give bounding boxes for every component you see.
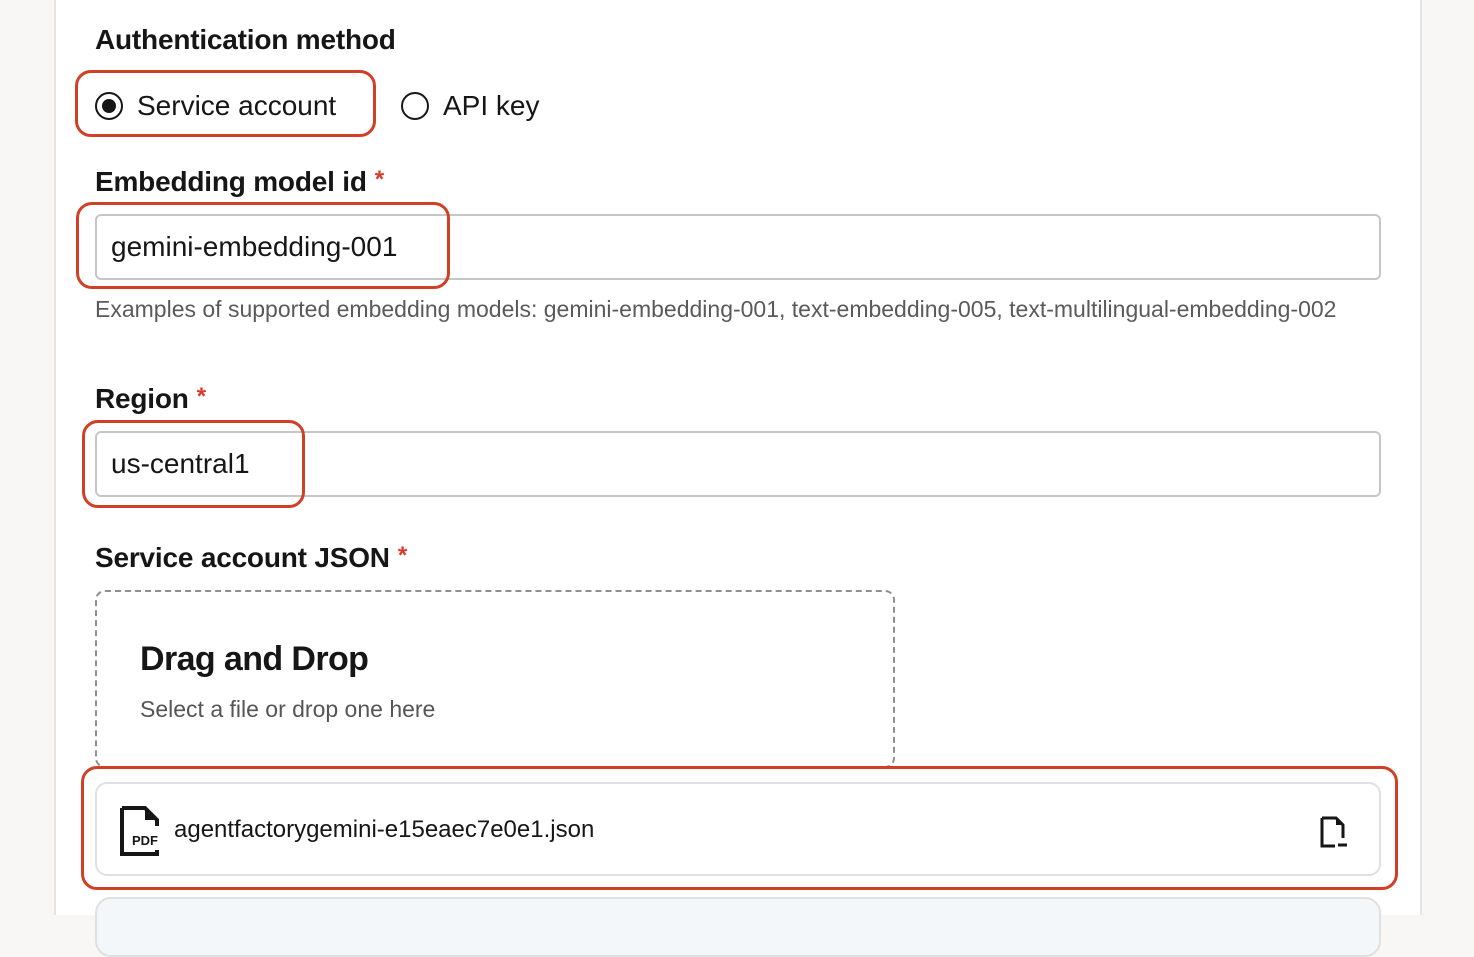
uploaded-file-name: agentfactorygemini-e15eaec7e0e1.json — [174, 816, 595, 843]
embedding-model-value: gemini-embedding-001 — [111, 231, 398, 262]
required-marker: * — [374, 166, 384, 193]
radio-api-key[interactable]: API key — [401, 90, 539, 122]
radio-service-account[interactable]: Service account — [95, 90, 336, 122]
embedding-model-label: Embedding model id * — [95, 166, 384, 198]
embedding-model-helper: Examples of supported embedding models: … — [95, 296, 1337, 322]
next-section-row — [95, 897, 1381, 957]
service-account-json-label-text: Service account JSON — [95, 542, 390, 573]
region-label: Region * — [95, 383, 206, 415]
required-marker: * — [397, 542, 407, 569]
region-input[interactable]: us-central1 — [95, 431, 1381, 497]
auth-method-label: Authentication method — [95, 24, 396, 55]
radio-service-account-label: Service account — [137, 90, 337, 121]
dropzone-subtitle[interactable]: Select a file or drop one here — [140, 696, 436, 722]
embedding-model-label-text: Embedding model id — [95, 166, 367, 197]
required-marker: * — [196, 383, 206, 410]
uploaded-file-row: PDF agentfactorygemini-e15eaec7e0e1.json — [95, 782, 1381, 876]
region-value: us-central1 — [111, 448, 250, 479]
service-account-json-label: Service account JSON * — [95, 542, 407, 574]
radio-selected-icon[interactable] — [95, 92, 123, 120]
file-dropzone[interactable]: Drag and Drop Select a file or drop one … — [95, 590, 895, 768]
radio-api-key-label: API key — [443, 90, 540, 121]
svg-text:PDF: PDF — [132, 833, 158, 848]
dropzone-title: Drag and Drop — [140, 640, 369, 678]
embedding-model-input[interactable]: gemini-embedding-001 — [95, 214, 1381, 280]
file-remove-icon[interactable] — [1319, 816, 1349, 848]
region-label-text: Region — [95, 383, 189, 414]
radio-unselected-icon[interactable] — [401, 92, 429, 120]
pdf-file-icon: PDF — [120, 806, 159, 856]
